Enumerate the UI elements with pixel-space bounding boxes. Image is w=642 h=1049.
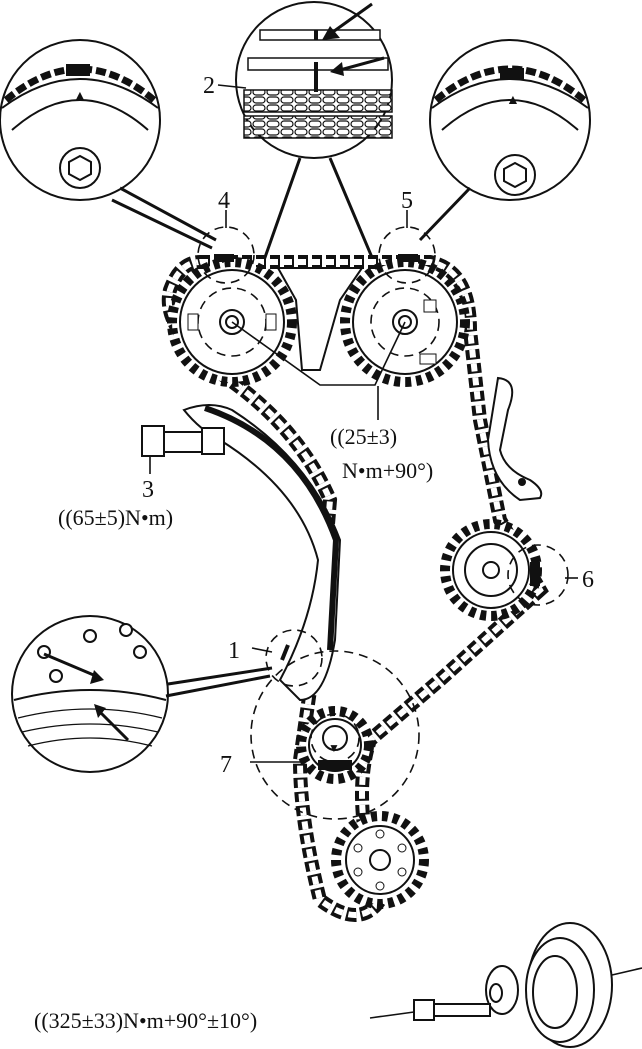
lower-sprocket <box>331 811 429 909</box>
callout-1: 1 <box>228 638 240 664</box>
crankshaft-sprocket: ▼ <box>250 650 420 820</box>
leader-detail-left <box>111 186 217 250</box>
callout-4: 4 <box>218 188 230 214</box>
torque-tensioner: ((65±5)N•m) <box>58 505 173 530</box>
leader-detail-tensioner <box>165 666 273 698</box>
arrow-down-marker: ▼ <box>328 741 340 755</box>
dashed-circle-6 <box>507 544 569 606</box>
dashed-circle-1 <box>265 629 323 687</box>
callout-5: 5 <box>401 188 413 214</box>
detail-left-camshaft: ▲ <box>0 39 161 201</box>
dashed-circle-5 <box>378 226 436 284</box>
crankshaft-bolt <box>369 999 491 1021</box>
crankshaft-pulley <box>485 922 642 1048</box>
arrow-up-marker-right: ▲ <box>506 93 520 108</box>
dashed-circle-4 <box>197 226 255 284</box>
callout-2: 2 <box>203 73 215 99</box>
detail-tensioner-mark <box>11 615 169 773</box>
detail-chain-marks <box>235 1 393 159</box>
tensioner-bolt <box>141 425 225 474</box>
callout-7: 7 <box>220 752 232 778</box>
intermediate-sprocket <box>440 519 578 621</box>
callout-6: 6 <box>582 567 594 593</box>
torque-camshaft-line2: N•m+90°) <box>342 458 433 483</box>
left-tensioning-rail <box>182 404 342 702</box>
torque-crankshaft: ((325±33)N•m+90°±10°) <box>34 1008 257 1033</box>
leader-camshaft-bolts <box>231 321 406 386</box>
right-chain-guide <box>486 376 543 502</box>
callout-3: 3 <box>142 477 154 503</box>
arrow-up-marker-left: ▲ <box>73 89 87 104</box>
upper-chain-guide <box>276 267 364 371</box>
leader-detail-right <box>418 186 472 242</box>
torque-camshaft-line1: ((25±3) <box>330 424 397 449</box>
detail-right-camshaft: ▲ <box>429 39 591 201</box>
